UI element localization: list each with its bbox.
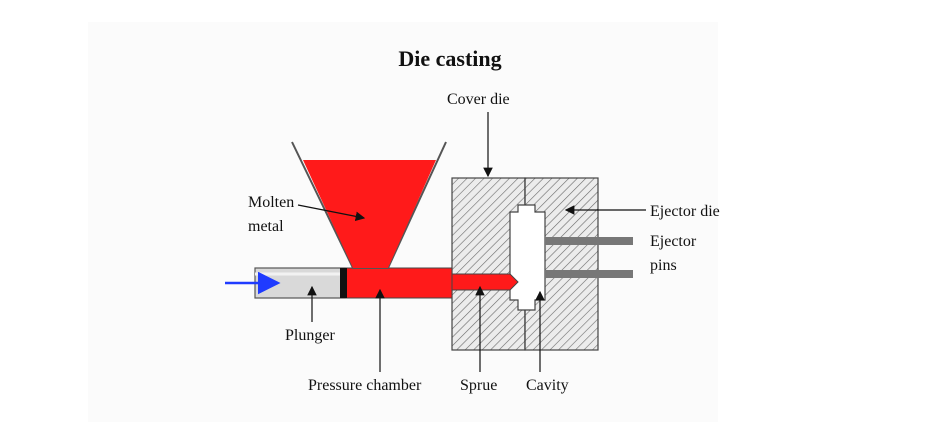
molten-metal-pool bbox=[303, 160, 436, 268]
label-pressure-chamber: Pressure chamber bbox=[308, 377, 422, 394]
molten-metal-leader bbox=[297, 204, 366, 222]
cavity-shape bbox=[509, 204, 546, 311]
label-cavity: Cavity bbox=[526, 377, 569, 394]
label-molten-metal-1: Molten bbox=[248, 194, 294, 211]
label-ejector-pins-1: Ejector bbox=[650, 233, 697, 250]
label-cover-die: Cover die bbox=[447, 91, 510, 108]
label-ejector-die: Ejector die bbox=[650, 203, 720, 220]
sprue-channel bbox=[451, 273, 519, 291]
ejector-pin-lower bbox=[545, 270, 633, 278]
pressure-chamber bbox=[344, 267, 453, 299]
label-plunger: Plunger bbox=[285, 327, 335, 344]
label-ejector-pins-2: pins bbox=[650, 257, 677, 274]
label-sprue: Sprue bbox=[460, 377, 497, 394]
label-molten-metal-2: metal bbox=[248, 218, 284, 235]
ejector-pin-upper bbox=[545, 237, 633, 245]
diagram-title: Die casting bbox=[398, 46, 501, 71]
plunger-head bbox=[340, 268, 347, 298]
